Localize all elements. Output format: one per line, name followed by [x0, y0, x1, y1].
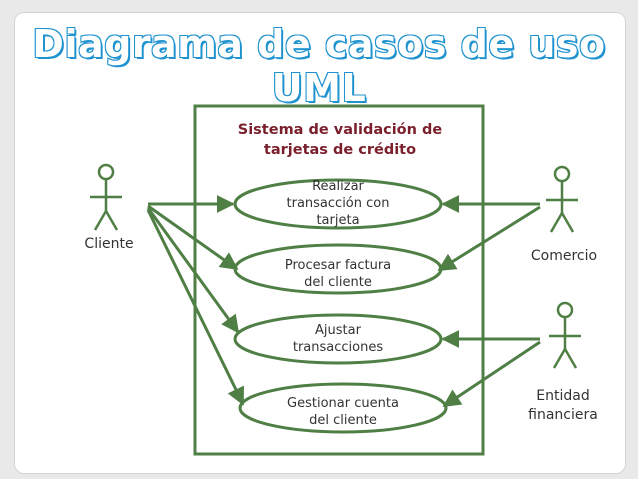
use-case-text: Ajustar	[315, 323, 361, 338]
use-case-text: transacciones	[292, 340, 384, 355]
use-case-gestionar-cuenta	[238, 382, 448, 434]
system-name: Sistema de validación de tarjetas de cré…	[200, 120, 480, 160]
assoc-cliente-ajustar	[146, 207, 240, 334]
assoc-entidad-gestionar	[442, 340, 541, 408]
assoc-comercio-procesar	[437, 205, 541, 272]
actor-label-cliente: Cliente	[84, 236, 134, 252]
slide-title-line2: UML	[271, 65, 367, 111]
use-case-text: transacción con	[286, 196, 390, 211]
actor-label-entidad-line1: Entidad	[536, 388, 590, 404]
use-case-realizar-transaccion	[233, 178, 443, 230]
assoc-cliente-procesar	[147, 204, 239, 271]
use-case-label-realizar: Realizar transacción con tarjeta	[258, 178, 418, 229]
use-case-label-procesar: Procesar factura del cliente	[258, 257, 418, 291]
use-case-text: Procesar factura	[284, 258, 392, 273]
actor-cliente-figure	[90, 163, 122, 231]
use-case-text: Gestionar cuenta	[287, 396, 399, 411]
system-name-line1: Sistema de validación de	[237, 122, 443, 138]
assoc-cliente-gestionar	[146, 209, 245, 406]
actor-label-entidad-line2: financiera	[528, 407, 598, 423]
slide-title: Diagrama de casos de uso	[31, 21, 606, 67]
actor-label-entidad: Entidad financiera	[518, 387, 608, 425]
use-case-text: del cliente	[304, 275, 372, 290]
use-case-text: del cliente	[309, 413, 377, 428]
system-boundary	[193, 104, 485, 456]
actor-comercio-figure	[546, 165, 578, 233]
use-case-text: Realizar	[312, 179, 364, 194]
use-case-label-ajustar: Ajustar transacciones	[258, 322, 418, 356]
actor-entidad-figure	[549, 301, 581, 369]
use-case-label-gestionar: Gestionar cuenta del cliente	[263, 395, 423, 429]
actor-label-comercio: Comercio	[530, 248, 598, 264]
use-case-ajustar-transacciones	[233, 313, 443, 365]
system-name-line2: tarjetas de crédito	[263, 142, 417, 158]
use-case-text: tarjeta	[316, 213, 360, 228]
